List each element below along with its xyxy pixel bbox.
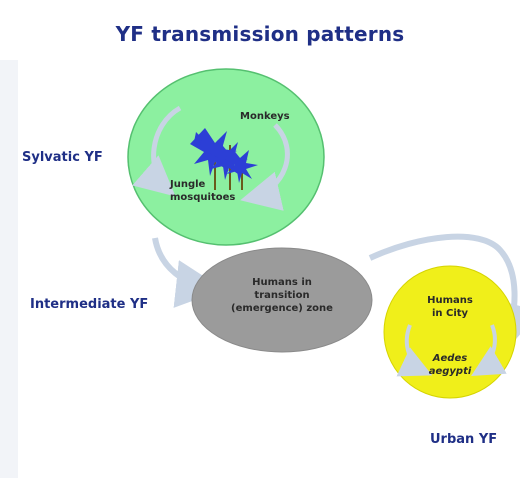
intermediate-label: Intermediate YF [30, 297, 149, 312]
diagram-title: YF transmission patterns [115, 22, 405, 46]
aedes-aegypti-text: Aedes aegypti [418, 352, 482, 378]
mosquitoes-text: mosquitoes [170, 192, 236, 203]
palm-trees-icon [190, 128, 258, 190]
intermediate-text: Humans in transition (emergence) zone [222, 276, 342, 315]
aedes-text: Aedes [432, 353, 468, 364]
intermediate-to-urban-arrow [368, 233, 520, 352]
jungle-mosquitoes-text: Jungle mosquitoes [170, 178, 235, 204]
aegypti-text: aegypti [428, 366, 472, 377]
intermediate-line3: (emergence) zone [231, 303, 333, 314]
urban-label: Urban YF [430, 432, 498, 447]
jungle-text: Jungle [170, 179, 206, 190]
sylvatic-cycle-right-arrow [240, 123, 290, 211]
humans-text: Humans [427, 295, 473, 306]
intermediate-line1: Humans in [252, 277, 312, 288]
urban-cycle-right-arrow [471, 324, 507, 377]
intermediate-line2: transition [254, 290, 310, 301]
urban-cycle-left-arrow [396, 324, 433, 377]
urban-circle [383, 265, 517, 399]
side-shade [0, 60, 18, 478]
monkeys-text: Monkeys [240, 111, 290, 122]
sylvatic-label: Sylvatic YF [22, 150, 103, 165]
in-city-text: in City [431, 308, 469, 319]
intermediate-ellipse [191, 247, 373, 353]
sylvatic-cycle-left-arrow [132, 105, 182, 197]
humans-in-city-text: Humans in City [418, 294, 482, 320]
